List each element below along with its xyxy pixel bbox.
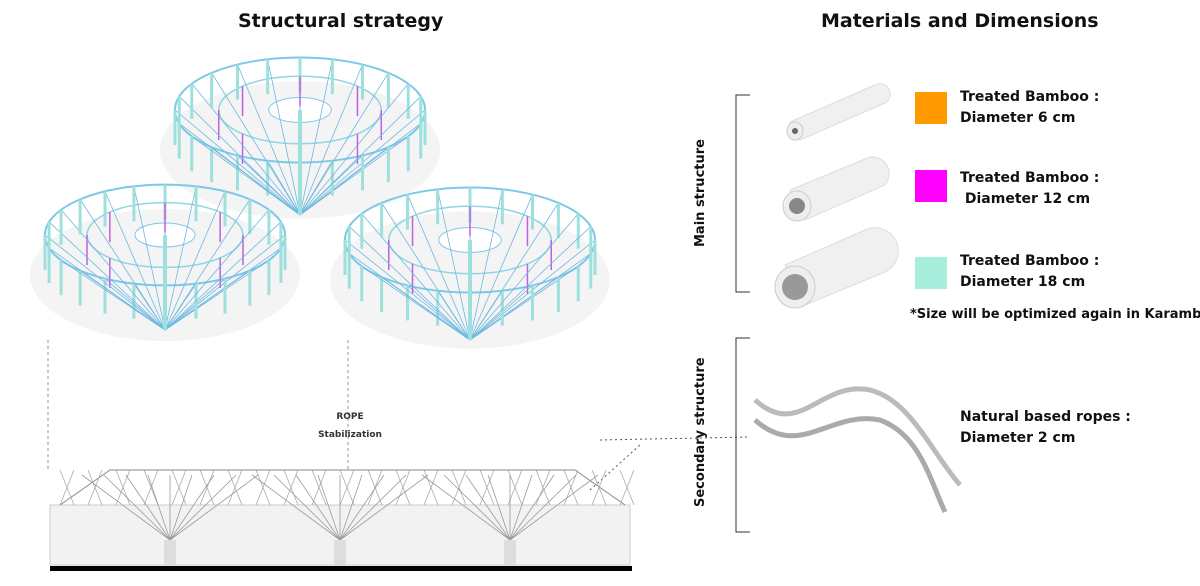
swatch-mint	[915, 257, 947, 289]
rope-1	[753, 386, 962, 487]
materials-dimensions-title: Materials and Dimensions	[821, 10, 1099, 32]
secondary-structure-label: Secondary structure	[693, 357, 708, 507]
size-note: *Size will be optimized again in Karamba	[910, 307, 1200, 322]
rope-callout-line	[599, 436, 751, 441]
material-1: Treated Bamboo :Diameter 6 cm	[960, 89, 1100, 126]
section-elevation	[49, 469, 635, 566]
secondary-structure-bracket	[735, 337, 750, 533]
swatch-magenta	[915, 170, 947, 202]
rope-sublabel: Stabilization	[318, 430, 382, 440]
structural-strategy-title: Structural strategy	[238, 10, 444, 32]
main-structure-bracket	[735, 94, 750, 293]
bamboo-tube-18cm	[774, 227, 899, 309]
dome-2	[30, 183, 300, 341]
dome-1	[160, 56, 440, 219]
swatch-orange	[915, 92, 947, 124]
bamboo-tube-6cm	[786, 83, 891, 141]
rope-material: Natural based ropes :Diameter 2 cm	[960, 409, 1131, 446]
rope-2	[753, 416, 948, 514]
material-3: Treated Bamboo :Diameter 18 cm	[960, 253, 1100, 290]
rope-label: ROPE	[336, 412, 364, 422]
bamboo-tube-12cm	[782, 156, 890, 222]
dome-renderings	[30, 56, 610, 349]
ground-line	[50, 566, 632, 571]
main-structure-label: Main structure	[693, 139, 708, 247]
dome-3	[330, 186, 610, 349]
rope-annotation: ROPE Stabilization	[300, 408, 400, 444]
material-2: Treated Bamboo : Diameter 12 cm	[960, 170, 1100, 207]
